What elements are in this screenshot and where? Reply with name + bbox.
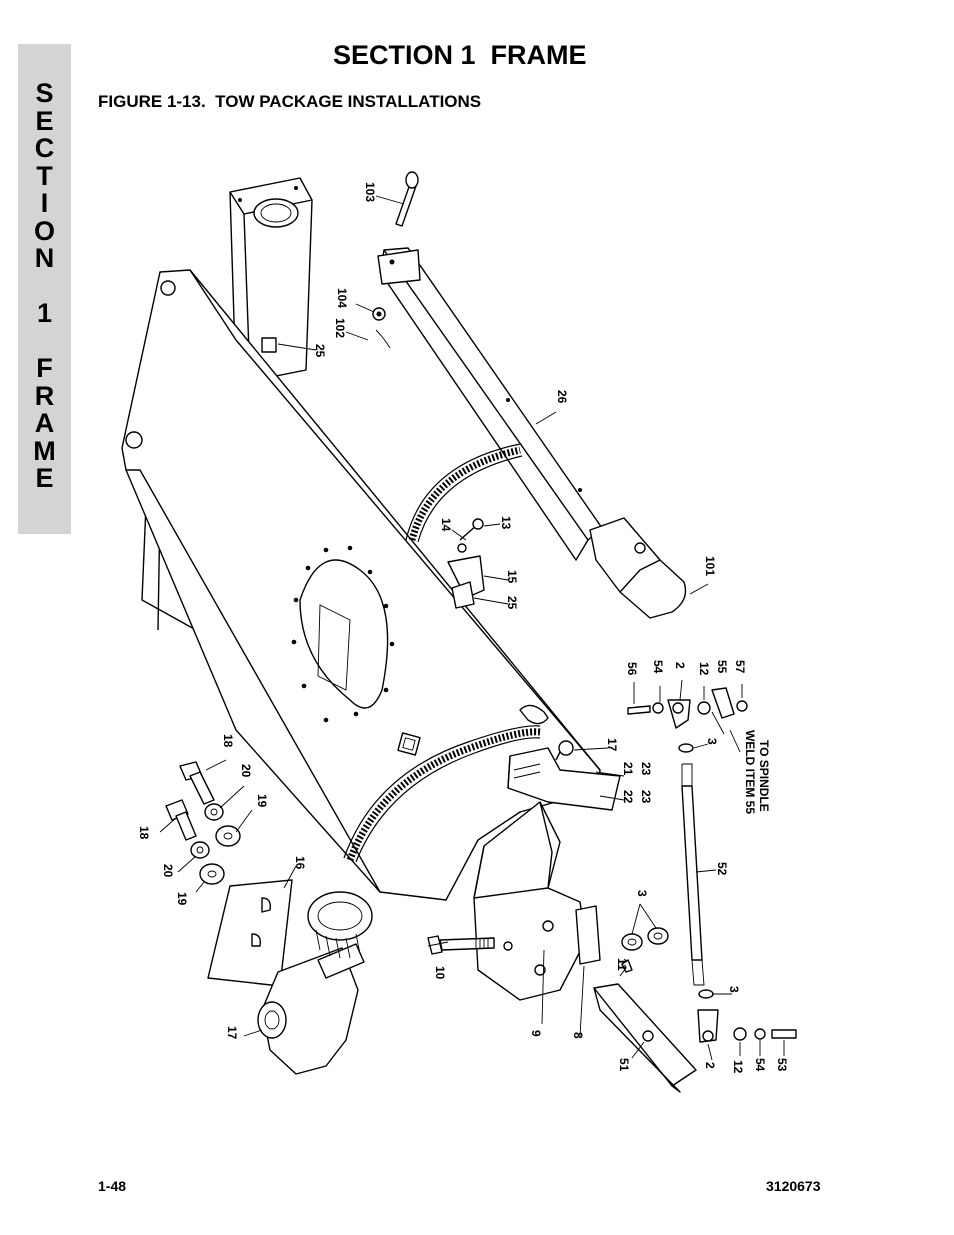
callout-52: 52 xyxy=(715,862,729,876)
callout-51: 51 xyxy=(617,1058,631,1072)
frame-main-plate xyxy=(121,269,601,901)
callout-104: 104 xyxy=(335,288,349,308)
tow-bar xyxy=(377,247,687,619)
section-tab-letter: N xyxy=(34,243,55,273)
callout-15: 15 xyxy=(505,570,519,584)
callout-23-a: 23 xyxy=(639,762,653,776)
weld-note-line1: WELD ITEM 55 xyxy=(743,730,757,814)
weld-note-line2: TO SPINDLE xyxy=(757,740,771,812)
section-tab-letter: E xyxy=(35,463,54,493)
callout-2-lower: 2 xyxy=(703,1062,717,1069)
section-tab-letter: O xyxy=(33,215,55,246)
callout-22: 22 xyxy=(621,790,635,804)
section-tab-letter: F xyxy=(36,353,53,383)
callout-101: 101 xyxy=(703,556,717,576)
figure-title: FIGURE 1-13. TOW PACKAGE INSTALLATIONS xyxy=(98,92,482,111)
callout-12-upper: 12 xyxy=(697,662,711,676)
leader-lines xyxy=(159,195,785,1061)
callout-14: 14 xyxy=(439,518,453,532)
callout-21: 21 xyxy=(621,762,635,776)
callout-19-lower: 19 xyxy=(175,892,189,906)
callout-53: 53 xyxy=(775,1058,789,1072)
bolts-18 xyxy=(165,761,215,841)
callout-102: 102 xyxy=(333,318,347,338)
hitch-pin-set xyxy=(372,171,419,349)
callout-labels: 103 104 102 25 26 14 13 15 25 101 56 54 … xyxy=(137,182,789,1074)
callout-3-nuts: 3 xyxy=(635,890,649,897)
section-tab-letter: R xyxy=(34,380,55,411)
callout-25-lower: 25 xyxy=(505,596,519,610)
callout-20-upper: 20 xyxy=(239,764,253,778)
callout-9: 9 xyxy=(529,1030,543,1037)
callout-17-small: 17 xyxy=(605,738,619,752)
nuts-3 xyxy=(621,927,669,973)
callout-23-b: 23 xyxy=(639,790,653,804)
callout-20-lower: 20 xyxy=(161,864,175,878)
section-tab-letter: E xyxy=(35,105,54,136)
section-tab-letter: 1 xyxy=(36,298,53,328)
tie-rod xyxy=(627,687,797,1043)
callout-57: 57 xyxy=(733,660,747,674)
callout-17-valve: 17 xyxy=(225,1026,239,1040)
callout-11: 11 xyxy=(615,958,629,971)
callout-10: 10 xyxy=(433,966,447,980)
frame-rear-tube xyxy=(229,177,313,385)
callout-3-lower: 3 xyxy=(727,986,741,993)
tow-bracket xyxy=(447,518,485,609)
spacer-block-51 xyxy=(593,983,697,1093)
tow-valve xyxy=(257,891,373,1075)
callout-25-upper: 25 xyxy=(313,344,327,358)
callout-103: 103 xyxy=(363,182,377,202)
callout-8: 8 xyxy=(571,1032,585,1039)
callout-19-upper: 19 xyxy=(255,794,269,808)
callout-18-lower: 18 xyxy=(137,826,151,840)
callout-55: 55 xyxy=(715,660,729,674)
frame-bolt-holes xyxy=(291,545,395,723)
hitch-mount-block xyxy=(473,747,621,1001)
callout-18-upper: 18 xyxy=(221,734,235,748)
section-tab-letter: S xyxy=(35,78,54,108)
callout-54-lower: 54 xyxy=(753,1058,767,1072)
callout-26: 26 xyxy=(555,390,569,404)
callout-3-upper: 3 xyxy=(705,738,719,745)
section-tab-letter: I xyxy=(40,188,49,218)
section-tab-letter: M xyxy=(33,435,56,466)
section-tab-letter: A xyxy=(34,408,55,438)
cable-upper xyxy=(405,443,523,543)
small-knob xyxy=(555,740,574,761)
callout-16: 16 xyxy=(293,856,307,870)
callout-54-upper: 54 xyxy=(651,660,665,674)
mounting-plate-16 xyxy=(207,879,293,987)
callout-56: 56 xyxy=(625,662,639,676)
callout-2-upper: 2 xyxy=(673,662,687,669)
page-number: 1-48 xyxy=(98,1178,127,1194)
cable-lower xyxy=(343,725,541,863)
section-tab-letter: C xyxy=(34,133,55,163)
callout-12-lower: 12 xyxy=(731,1060,745,1074)
page-title: SECTION 1 FRAME xyxy=(333,40,587,70)
document-number: 3120673 xyxy=(766,1178,821,1194)
washers-19-20 xyxy=(190,803,241,885)
section-tab-letter: T xyxy=(36,160,53,191)
callout-13: 13 xyxy=(499,516,513,530)
